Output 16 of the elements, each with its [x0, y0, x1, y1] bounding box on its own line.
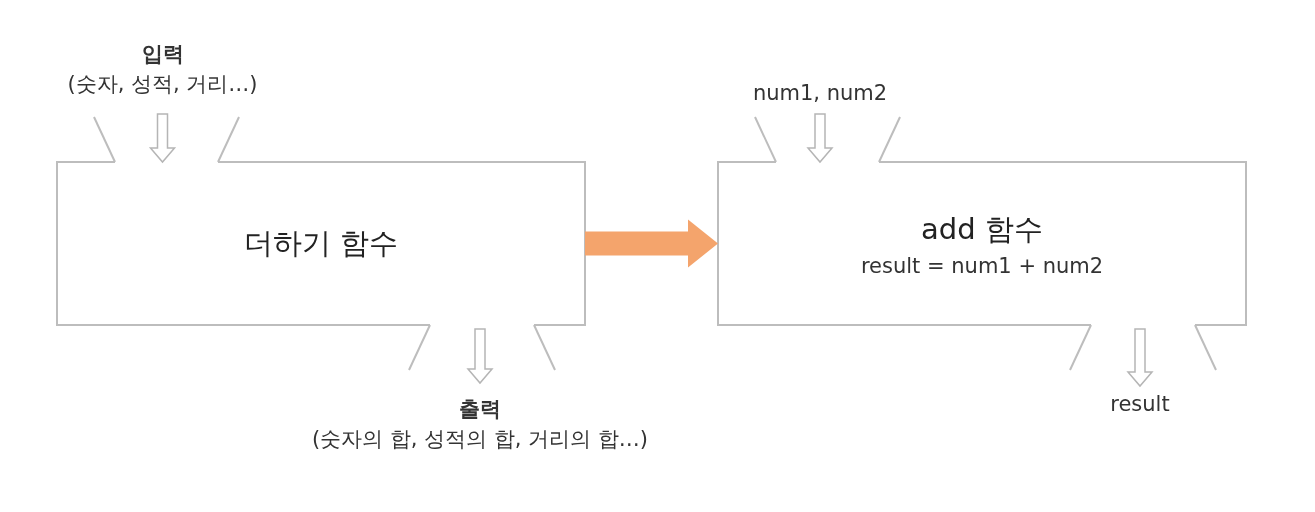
formula-text: result = num1 + num2: [860, 253, 1104, 278]
function-name: 더하기 함수: [243, 224, 399, 262]
heading-text: 출력: [459, 395, 501, 423]
function-box: [57, 162, 585, 325]
hollow-arrow: [806, 113, 834, 164]
hollow-arrow: [466, 328, 494, 385]
value-text: (숫자의 합, 성적의 합, 거리의 합…): [311, 426, 649, 453]
heading-text: 입력: [141, 40, 184, 68]
value-text: (숫자, 성적, 거리…): [67, 71, 258, 98]
function-box: [718, 162, 1246, 325]
block-arrow: [585, 219, 718, 268]
value-text: result: [1110, 390, 1170, 418]
hollow-arrow: [148, 113, 177, 164]
function-name: add 함수: [921, 210, 1043, 248]
hollow-arrow: [1126, 328, 1154, 388]
value-text: num1, num2: [752, 79, 888, 107]
